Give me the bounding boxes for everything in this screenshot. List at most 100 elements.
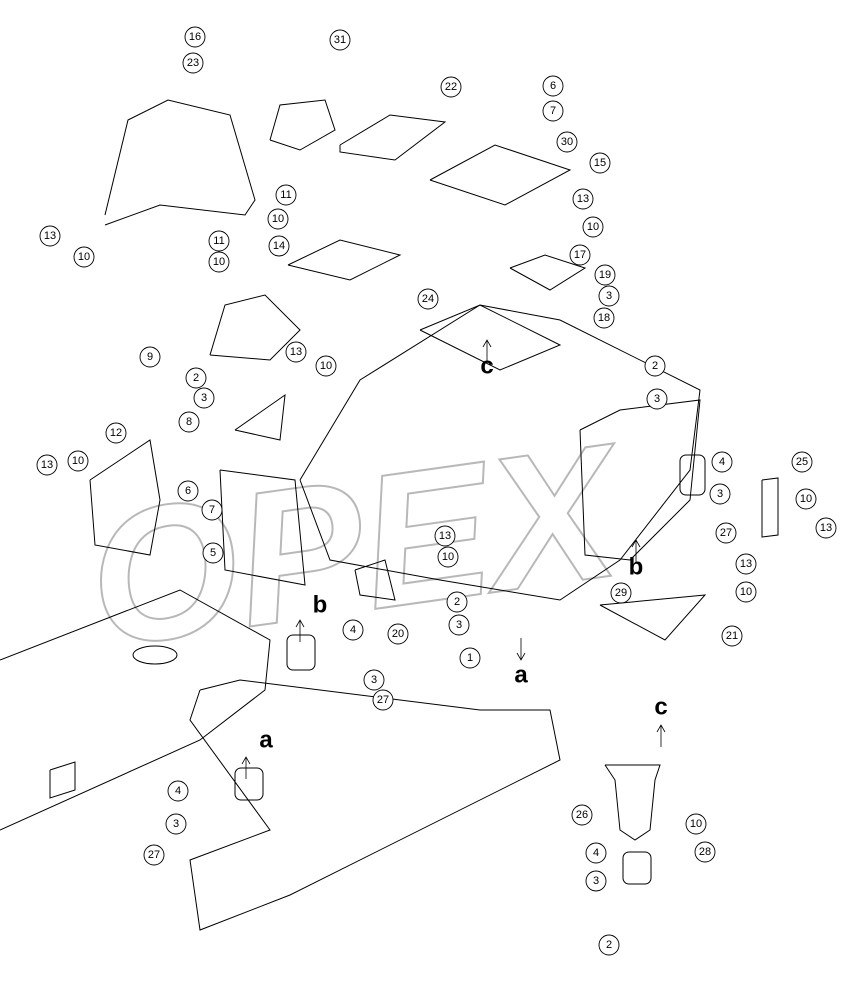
callout-number: 10 xyxy=(213,256,225,268)
callout-3: 3 xyxy=(448,614,470,636)
callout-29: 29 xyxy=(610,582,632,604)
callout-number: 13 xyxy=(740,558,752,570)
callout-number: 14 xyxy=(273,240,285,252)
callout-number: 7 xyxy=(550,105,556,117)
bracket-20 xyxy=(354,559,396,601)
plate-21 xyxy=(599,594,707,641)
callout-number: 27 xyxy=(148,849,160,861)
callout-2: 2 xyxy=(644,355,666,377)
callout-10: 10 xyxy=(315,355,337,377)
view-ref-b: b xyxy=(295,592,327,642)
plate-9 xyxy=(209,294,301,361)
view-ref-b: b xyxy=(629,539,643,581)
callout-31: 31 xyxy=(329,29,351,51)
callout-number: 19 xyxy=(599,269,611,281)
callout-number: 10 xyxy=(442,551,454,563)
callout-14: 14 xyxy=(268,235,290,257)
callout-number: 15 xyxy=(594,157,606,169)
callout-number: 30 xyxy=(561,136,573,148)
callout-17: 17 xyxy=(569,244,591,266)
callout-number: 13 xyxy=(41,459,53,471)
arrow-up-icon xyxy=(241,756,251,779)
callout-2: 2 xyxy=(185,367,207,389)
callout-26: 26 xyxy=(571,804,593,826)
callout-number: 2 xyxy=(193,372,199,384)
callout-27: 27 xyxy=(143,844,165,866)
cover-panel xyxy=(104,99,256,226)
callout-3: 3 xyxy=(193,387,215,409)
callout-number: 17 xyxy=(574,249,586,261)
callout-number: 1 xyxy=(467,652,473,664)
callout-number: 13 xyxy=(439,530,451,542)
callout-number: 12 xyxy=(110,427,122,439)
callout-number: 13 xyxy=(577,193,589,205)
callout-9: 9 xyxy=(139,346,161,368)
callout-2: 2 xyxy=(446,591,468,613)
callout-number: 3 xyxy=(201,392,207,404)
callout-11: 11 xyxy=(275,184,297,206)
callout-23: 23 xyxy=(182,52,204,74)
callout-12: 12 xyxy=(105,422,127,444)
callout-18: 18 xyxy=(593,307,615,329)
callout-number: 22 xyxy=(445,81,457,93)
callout-27: 27 xyxy=(715,522,737,544)
callout-number: 28 xyxy=(699,846,711,858)
chassis xyxy=(0,589,271,831)
callout-number: 13 xyxy=(820,522,832,534)
view-ref-c: c xyxy=(654,694,668,747)
arrow-down-icon xyxy=(516,638,526,661)
plate-22 xyxy=(339,114,447,161)
plate-14 xyxy=(287,239,402,281)
callout-10: 10 xyxy=(582,216,604,238)
callout-13: 13 xyxy=(815,517,837,539)
callout-10: 10 xyxy=(208,251,230,273)
callout-10: 10 xyxy=(73,246,95,268)
callout-number: 5 xyxy=(210,547,216,559)
bracket-31 xyxy=(269,99,336,151)
callout-number: 13 xyxy=(44,230,56,242)
callout-number: 2 xyxy=(454,596,460,608)
callout-10: 10 xyxy=(795,488,817,510)
view-ref-letter: a xyxy=(514,662,528,689)
callout-3: 3 xyxy=(598,285,620,307)
callout-13: 13 xyxy=(434,525,456,547)
callout-number: 27 xyxy=(720,527,732,539)
callout-19: 19 xyxy=(594,264,616,286)
callout-3: 3 xyxy=(709,483,731,505)
callout-13: 13 xyxy=(285,341,307,363)
callout-4: 4 xyxy=(585,842,607,864)
callout-number: 4 xyxy=(350,624,356,636)
arrow-up-icon xyxy=(482,339,492,362)
plate-15 xyxy=(429,144,572,206)
callout-number: 10 xyxy=(690,818,702,830)
isolator-26 xyxy=(604,764,661,841)
callout-13: 13 xyxy=(735,553,757,575)
callout-10: 10 xyxy=(685,813,707,835)
callout-number: 21 xyxy=(726,630,738,642)
callout-30: 30 xyxy=(556,131,578,153)
callout-27: 27 xyxy=(372,689,394,711)
callout-15: 15 xyxy=(589,152,611,174)
callout-number: 13 xyxy=(290,346,302,358)
callout-number: 3 xyxy=(371,674,377,686)
callout-number: 2 xyxy=(606,939,612,951)
callout-number: 10 xyxy=(800,493,812,505)
plate-8 xyxy=(234,393,286,441)
callout-3: 3 xyxy=(363,669,385,691)
callout-number: 16 xyxy=(189,31,201,43)
callout-13: 13 xyxy=(572,188,594,210)
callout-7: 7 xyxy=(201,499,223,521)
callout-number: 27 xyxy=(377,694,389,706)
view-ref-a: a xyxy=(514,638,528,689)
callout-10: 10 xyxy=(735,581,757,603)
callout-number: 10 xyxy=(72,455,84,467)
mount-4b xyxy=(286,634,316,671)
callout-number: 3 xyxy=(173,818,179,830)
callout-22: 22 xyxy=(440,76,462,98)
callout-21: 21 xyxy=(721,625,743,647)
callout-20: 20 xyxy=(387,623,409,645)
callout-2: 2 xyxy=(598,934,620,956)
callout-10: 10 xyxy=(267,208,289,230)
